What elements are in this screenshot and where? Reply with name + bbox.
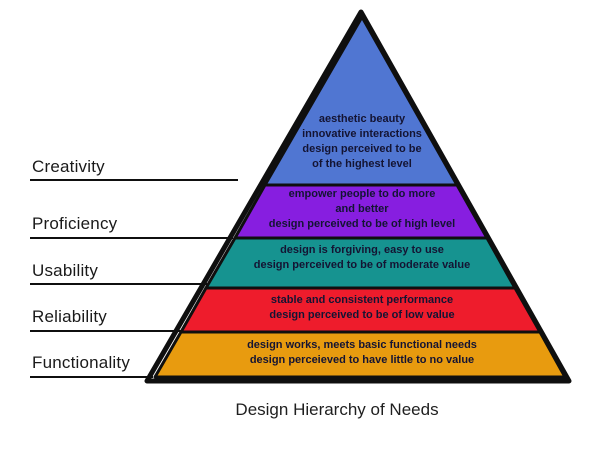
description-line: design perceived to be of high level [268, 218, 456, 230]
description-line: design perceived to be of low value [269, 309, 455, 321]
level-label-reliability: Reliability [32, 307, 107, 326]
diagram-title: Design Hierarchy of Needs [235, 400, 439, 419]
description-line: of the highest level [312, 158, 412, 170]
pyramid-outline [144, 9, 572, 384]
description-line: design perceieved to have little to no v… [249, 354, 475, 366]
level-description-usability: design is forgiving, easy to use design … [202, 243, 522, 273]
level-description-proficiency: empower people to do more and better des… [202, 187, 522, 232]
level-label-creativity: Creativity [32, 157, 105, 176]
level-label-proficiency: Proficiency [32, 214, 118, 233]
description-line: design perceived to be of moderate value [253, 259, 471, 271]
level-description-functionality: design works, meets basic functional nee… [202, 338, 522, 368]
description-line: aesthetic beauty [318, 113, 406, 125]
description-line: design works, meets basic functional nee… [247, 339, 477, 351]
level-description-creativity: aesthetic beauty innovative interactions… [202, 112, 522, 172]
description-line: design is forgiving, easy to use [280, 244, 444, 256]
description-line: design perceived to be [302, 143, 422, 155]
description-line: stable and consistent performance [270, 294, 454, 306]
level-label-functionality: Functionality [32, 353, 131, 372]
description-line: innovative interactions [302, 128, 422, 140]
level-description-reliability: stable and consistent performance design… [202, 293, 522, 323]
level-label-usability: Usability [32, 261, 99, 280]
description-line: and better [335, 203, 389, 215]
description-line: empower people to do more [288, 188, 436, 200]
